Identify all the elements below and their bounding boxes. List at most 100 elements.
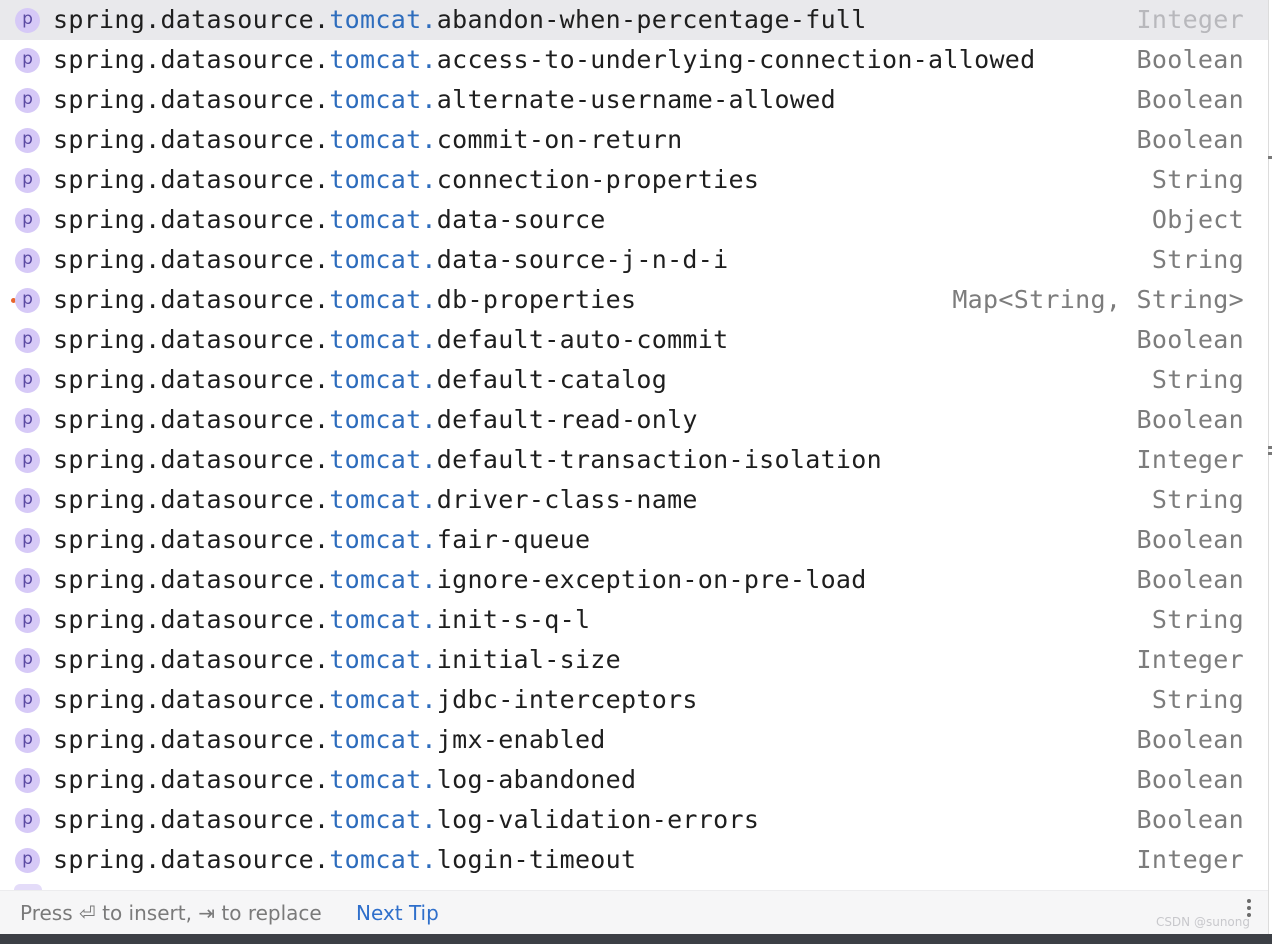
more-vertical-icon[interactable] [1244,897,1254,923]
property-icon: p [15,328,40,353]
property-icon: p [15,48,40,73]
edge-mark [1268,156,1272,159]
property-prefix: spring.datasource. [53,125,330,154]
property-prefix: spring.datasource. [53,205,330,234]
completion-item-name: spring.datasource.tomcat.init-s-q-l [53,600,590,640]
completion-item[interactable]: p spring.datasource.tomcat.log-validation… [0,800,1268,840]
property-prefix: spring.datasource. [53,765,330,794]
completion-item-type: String [1151,365,1244,394]
property-namespace: tomcat. [329,565,437,594]
property-prefix: spring.datasource. [53,565,330,594]
completion-item[interactable]: p spring.datasource.tomcat.log-abandoned B… [0,760,1268,800]
property-key: init-s-q-l [436,605,591,634]
completion-item-type: Boolean [1136,805,1244,834]
edge-mark [1268,452,1272,455]
property-namespace: tomcat. [329,405,437,434]
property-icon: p [15,288,40,313]
completion-item-name: spring.datasource.tomcat.jmx-enabled [53,720,606,760]
property-key: driver-class-name [436,485,698,514]
completion-item-type: String [1151,165,1244,194]
property-namespace: tomcat. [329,85,437,114]
property-namespace: tomcat. [329,765,437,794]
completion-item-type: Integer [1136,445,1244,474]
property-icon: p [15,248,40,273]
completion-item-type: String [1151,605,1244,634]
property-prefix: spring.datasource. [53,685,330,714]
completion-item-name: spring.datasource.tomcat.alternate-usern… [53,80,836,120]
completion-item-type: String [1151,245,1244,274]
completion-item-name: spring.datasource.tomcat.login-timeout [53,840,636,880]
property-namespace: tomcat. [329,845,437,874]
property-namespace: tomcat. [329,525,437,554]
property-prefix: spring.datasource. [53,45,330,74]
property-key: initial-size [436,645,622,674]
property-icon: p [15,208,40,233]
completion-item-name: spring.datasource.tomcat.abandon-when-pe… [53,0,867,40]
property-icon: p [15,728,40,753]
completion-item[interactable]: p spring.datasource.tomcat.fair-queue Bool… [0,520,1268,560]
property-icon: p [15,568,40,593]
property-namespace: tomcat. [329,365,437,394]
property-icon: p [15,368,40,393]
completion-item-type: Boolean [1136,565,1244,594]
property-prefix: spring.datasource. [53,405,330,434]
property-namespace: tomcat. [329,45,437,74]
completion-item-name: spring.datasource.tomcat.access-to-under… [53,40,1036,80]
completion-item[interactable]: p spring.datasource.tomcat.access-to-unde… [0,40,1268,80]
completion-item-name: spring.datasource.tomcat.log-abandoned [53,760,636,800]
property-prefix: spring.datasource. [53,485,330,514]
property-icon: p [15,848,40,873]
completion-item-name: spring.datasource.tomcat.default-catalog [53,360,667,400]
next-tip-link[interactable]: Next Tip [356,901,439,925]
property-icon: p [15,488,40,513]
completion-item-type: Boolean [1136,45,1244,74]
property-prefix: spring.datasource. [53,365,330,394]
property-namespace: tomcat. [329,485,437,514]
property-key: connection-properties [436,165,760,194]
property-key: jmx-enabled [436,725,606,754]
completion-item[interactable]: p spring.datasource.tomcat.default-auto-c… [0,320,1268,360]
completion-item-name: spring.datasource.tomcat.default-auto-co… [53,320,728,360]
completion-item-type: Boolean [1136,525,1244,554]
property-prefix: spring.datasource. [53,605,330,634]
completion-item-name: spring.datasource.tomcat.connection-prop… [53,160,759,200]
completion-footer: Press ⏎ to insert, ⇥ to replace Next Tip… [0,890,1268,934]
property-icon: p [15,768,40,793]
property-icon: p [15,528,40,553]
completion-item-name: spring.datasource.tomcat.initial-size [53,640,621,680]
property-namespace: tomcat. [329,725,437,754]
completion-item[interactable]: p spring.datasource.tomcat.default-catalo… [0,360,1268,400]
property-key: default-auto-commit [436,325,729,354]
completion-item-name: spring.datasource.tomcat.log-validation-… [53,800,759,840]
completion-item[interactable]: p spring.datasource.tomcat.driver-class-n… [0,480,1268,520]
completion-item-name: spring.datasource.tomcat.jdbc-intercepto… [53,680,698,720]
completion-item-type: Boolean [1136,765,1244,794]
property-key: abandon-when-percentage-full [436,5,867,34]
completion-item-name: spring.datasource.tomcat.db-properties [53,280,636,320]
editor-edge [1269,0,1272,934]
partial-row-icon [14,884,42,890]
property-icon: p [15,408,40,433]
property-namespace: tomcat. [329,125,437,154]
completion-item-type: Boolean [1136,85,1244,114]
property-icon: p [15,808,40,833]
completion-item-name: spring.datasource.tomcat.fair-queue [53,520,590,560]
property-key: log-abandoned [436,765,637,794]
footer-hint: Press ⏎ to insert, ⇥ to replace [20,901,322,925]
